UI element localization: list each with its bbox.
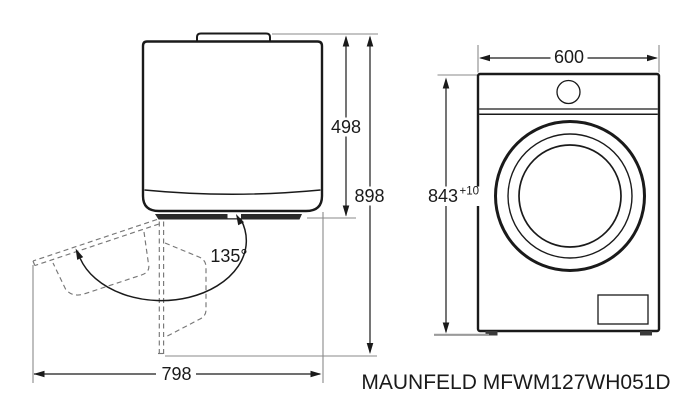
dim-label-depth: 498: [331, 117, 361, 137]
label-bg-798: [156, 364, 196, 384]
door-135-glass-bulge: [52, 231, 150, 296]
door-swing-arc: [79, 219, 248, 302]
washer-top-view: 498 898 798 135°: [32, 32, 388, 384]
service-hatch: [597, 294, 649, 325]
front-view-extension-lines: [437, 45, 660, 76]
door-ring-middle: [507, 133, 633, 259]
door-ring-inner: [518, 144, 622, 248]
top-view-extension-lines: [32, 33, 378, 383]
label-bg-898: [351, 186, 388, 206]
label-bg-498: [328, 117, 364, 137]
top-view-front-edge-curve: [144, 189, 321, 195]
dim-label-width: 600: [554, 47, 584, 67]
foot-right: [640, 331, 652, 336]
dim-label-height: 843: [428, 186, 458, 206]
swing-arc-arrow-closed: [236, 214, 244, 226]
model-caption: MAUNFELD MFWM127WH051D: [361, 371, 670, 394]
top-view-handle: [196, 32, 271, 41]
dim-label-open-depth: 898: [354, 186, 384, 206]
top-view-body-outline: [141, 40, 324, 213]
door-90-glass-bulge: [164, 242, 207, 338]
door-ring-outer: [494, 120, 646, 272]
washer-front-view: 600 843 +10: [427, 45, 661, 336]
swing-arc-arrow-open: [75, 248, 84, 260]
label-bg-600: [550, 47, 588, 68]
dim-label-door-angle: 135°: [210, 246, 247, 266]
dim-label-open-total: 798: [161, 364, 191, 384]
control-knob: [556, 79, 581, 105]
foot-left: [485, 331, 498, 336]
top-view-open-door-dashed: [32, 218, 207, 355]
top-view-door-handle-notch: [227, 213, 241, 219]
dim-label-height-tolerance: +10: [460, 186, 480, 198]
label-bg-843: [427, 186, 480, 206]
